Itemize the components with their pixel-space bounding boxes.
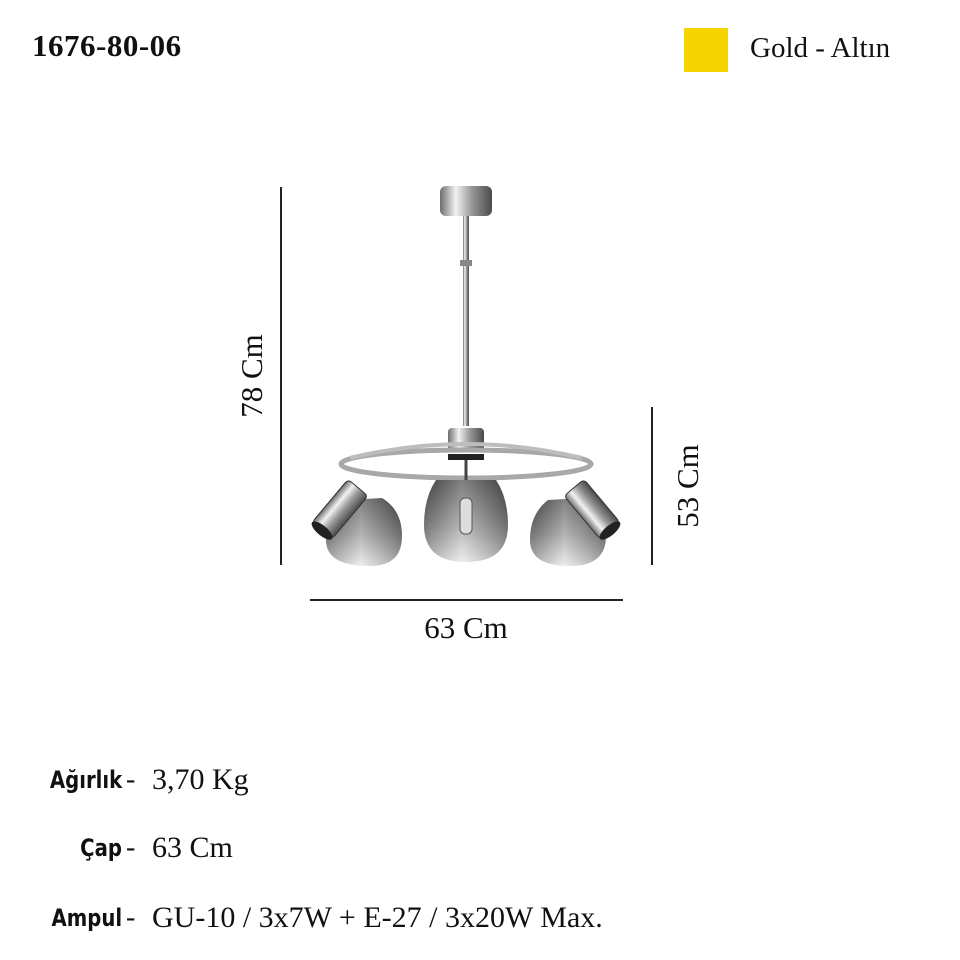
width-line [310, 599, 623, 601]
color-swatch [684, 28, 728, 72]
height-total-label: 78 Cm [234, 334, 269, 418]
height-body-label: 53 Cm [670, 444, 705, 528]
spec-value: 63 Cm [152, 831, 233, 864]
height-total-line [280, 187, 282, 565]
spec-separator: - [126, 764, 136, 795]
height-body-line [651, 407, 653, 565]
spec-value: 3,70 Kg [152, 763, 249, 796]
canopy [440, 186, 492, 216]
right-spotlight [565, 480, 621, 540]
spec-label: Ağırlık [49, 766, 122, 794]
spec-separator: - [126, 832, 136, 863]
spec-row-bulb: Ampul - GU-10 / 3x7W + E-27 / 3x20W Max. [0, 898, 960, 938]
spec-value: GU-10 / 3x7W + E-27 / 3x20W Max. [152, 901, 603, 934]
chandelier-illustration [311, 186, 621, 566]
width-label: 63 Cm [424, 610, 508, 645]
spec-label: Ampul [51, 904, 122, 932]
spec-row-weight: Ağırlık - 3,70 Kg [0, 760, 960, 800]
spec-row-diameter: Çap - 63 Cm [0, 828, 960, 868]
suspension-rod [463, 216, 469, 426]
spec-separator: - [126, 902, 136, 933]
left-spotlight [311, 480, 367, 540]
color-label: Gold - Altın [750, 32, 891, 64]
product-code: 1676-80-06 [32, 28, 182, 63]
spec-label: Çap [80, 834, 122, 862]
